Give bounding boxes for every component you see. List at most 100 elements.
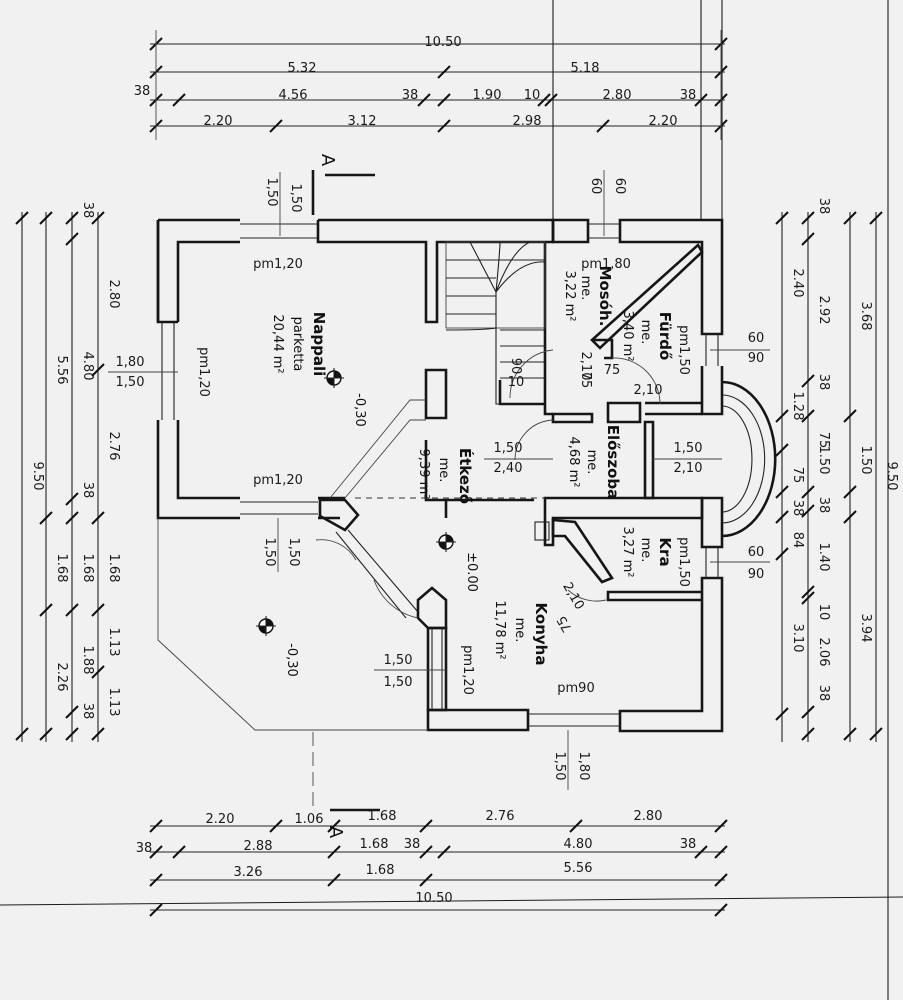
pm-living-top: pm1,20: [253, 257, 303, 272]
right-dimension-chain: 9.50 3.68 1.50 3.94 38 2.92 38 75 1.50 3…: [775, 198, 899, 742]
pm-bath: pm1,50: [676, 325, 691, 375]
room-living-name: Nappali: [310, 312, 328, 377]
room-living-level: -0,30: [352, 393, 367, 427]
room-pantry-floor: me.: [638, 538, 653, 563]
dim-bottom-r2-a: 38: [136, 841, 153, 856]
opening-living-bottom-1: 1,50: [286, 538, 301, 567]
opening-top-living-1: 1,50: [288, 184, 303, 213]
dim-left-d5: 1.88: [80, 646, 95, 675]
room-bath-floor: me.: [638, 320, 653, 345]
dim-right-a: 3.68: [858, 302, 873, 331]
dim-top-c4: 1.90: [473, 88, 502, 103]
dim-left-d4: 1.68: [80, 554, 95, 583]
pm-laundry: pm1,80: [581, 257, 631, 272]
dim-left-d2: 4.80: [80, 352, 95, 381]
room-pantry-name: Kra: [656, 537, 674, 566]
dim-top-d3: 2.98: [513, 114, 542, 129]
section-label-bottom: A: [325, 826, 346, 839]
opening-dining-hall-2: 2,40: [494, 461, 523, 476]
dim-top-c3: 38: [402, 88, 419, 103]
opening-stair-2: 2,10: [578, 352, 593, 381]
dim-left-d1: 38: [80, 202, 95, 219]
section-label-top: A: [317, 154, 338, 167]
dim-right-d10: 38: [816, 685, 831, 702]
dim-right-e6: 3.10: [790, 624, 805, 653]
room-pantry-area: 3,27 m²: [620, 527, 635, 578]
dim-right-e2: 1.28: [790, 392, 805, 421]
dim-left-d6: 38: [80, 703, 95, 720]
dim-top-d2: 3.12: [348, 114, 377, 129]
room-kitchen-name: Konyha: [532, 603, 550, 666]
room-entry-level: ±0.00: [464, 552, 479, 592]
dim-bottom-r1-c: 1.68: [368, 809, 397, 824]
dim-bottom-total: 10.50: [415, 891, 452, 906]
dim-right-e5: 84: [790, 532, 805, 549]
door-swings: [509, 349, 661, 602]
bath-partition: [534, 242, 704, 584]
dim-right-c: 3.94: [858, 614, 873, 643]
level-marker-dining: [436, 532, 456, 552]
dim-top-total: 10.50: [424, 35, 461, 50]
dim-right-e4: 38: [790, 500, 805, 517]
dim-bottom-r2-b: 2.88: [244, 839, 273, 854]
dim-bottom-r1-d: 2.76: [486, 809, 515, 824]
dim-bottom-r1-a: 2.20: [206, 812, 235, 827]
dim-top-a: 5.32: [288, 61, 317, 76]
staircase: [445, 241, 546, 405]
opening-left-living-1: 1,80: [116, 355, 145, 370]
room-dining-floor: me.: [436, 458, 451, 483]
room-living-floor: parketta: [290, 317, 305, 372]
dim-left-e3: 1.68: [106, 554, 121, 583]
pm-pantry: pm1,50: [676, 537, 691, 587]
dim-right-d3: 38: [816, 374, 831, 391]
room-bath-area: 3,40 m²: [620, 311, 635, 362]
room-terrace-level: -0,30: [284, 643, 299, 677]
terrace-outline: [157, 399, 448, 731]
dim-right-total: 9.50: [884, 462, 899, 491]
opening-right-pantry-1: 60: [748, 545, 765, 560]
dim-right-d5: 1.50: [816, 446, 831, 475]
dim-bottom-r3-a: 3.26: [234, 865, 263, 880]
opening-top-living-2: 1,50: [264, 178, 279, 207]
room-kitchen-floor: me.: [512, 618, 527, 643]
dim-right-d4: 75: [816, 432, 831, 449]
opening-stair-1: 90: [508, 358, 523, 375]
opening-right-bath-2: 90: [748, 351, 765, 366]
section-marker-bottom: A: [312, 732, 380, 839]
room-laundry-area: 3,22 m²: [562, 271, 577, 322]
opening-stair-4: 10: [508, 375, 525, 390]
opening-left-living-2: 1,50: [116, 375, 145, 390]
dim-right-d1: 38: [816, 198, 831, 215]
room-hall-name: Előszoba: [604, 425, 622, 500]
pm-living-bottom: pm1,20: [253, 473, 303, 488]
dim-top-d1: 2.20: [204, 114, 233, 129]
walls: [156, 218, 724, 733]
opening-dining-hall-1: 1,50: [494, 441, 523, 456]
room-laundry-floor: me.: [578, 276, 593, 301]
opening-bottom-kitchen-2: 1,50: [552, 752, 567, 781]
room-living-area: 20,44 m²: [270, 314, 285, 373]
opening-living-bottom-2: 1,50: [262, 538, 277, 567]
dim-left-e4: 1.13: [106, 628, 121, 657]
pm-living-left: pm1,20: [196, 347, 211, 397]
opening-bottom-kitchen-1: 1,80: [576, 752, 591, 781]
left-dimension-chain: 9.50 5.56 1.68 2.26 38 4.80 38 1.68 1.88…: [15, 202, 121, 742]
dim-top-c5: 10: [524, 88, 541, 103]
opening-top-bath-1: 60: [612, 178, 627, 195]
dim-left-e1: 2.80: [106, 280, 121, 309]
level-markers: [256, 368, 456, 636]
opening-kitchen-door-2: 75: [554, 613, 575, 635]
opening-kitchen-left-1: 1,50: [384, 653, 413, 668]
room-kitchen-area: 11,78 m²: [492, 600, 507, 659]
dim-right-e1: 2.40: [790, 269, 805, 298]
dim-left-d3: 38: [80, 482, 95, 499]
room-hall-floor: me.: [584, 450, 599, 475]
opening-kitchen-left-2: 1,50: [384, 675, 413, 690]
dim-right-d2: 2.92: [816, 296, 831, 325]
opening-right-bath-1: 60: [748, 331, 765, 346]
room-dining-name: Étkező: [456, 448, 475, 504]
opening-right-hall-1: 1,50: [674, 441, 703, 456]
opening-kitchen-door-1: 2,10: [559, 580, 586, 613]
pm-kitchen-bottom: pm90: [557, 681, 594, 696]
